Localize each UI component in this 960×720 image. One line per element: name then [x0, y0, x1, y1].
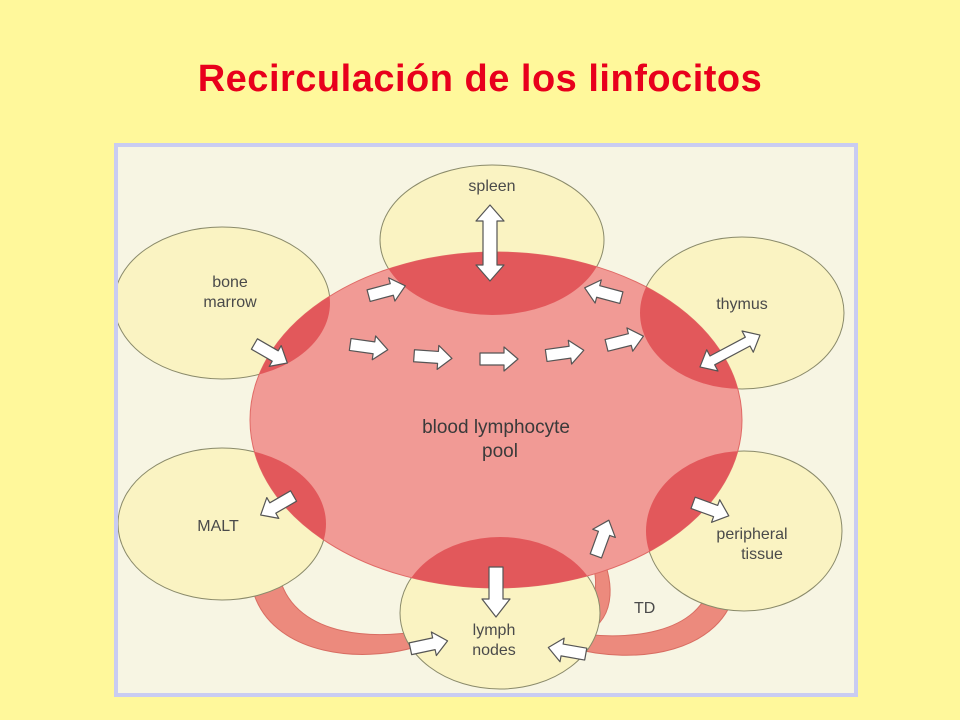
lymph-nodes-label-line2: nodes: [472, 642, 516, 659]
peripheral-tissue-label-line1: peripheral: [716, 526, 787, 543]
bone-marrow-label-line2: marrow: [203, 294, 257, 311]
recirculation-diagram: spleen bone marrow thymus MALT periphera…: [118, 147, 854, 693]
thymus-label: thymus: [716, 296, 768, 313]
peripheral-tissue-label-line2: tissue: [741, 546, 783, 563]
spleen-overlap: [380, 252, 604, 315]
malt-label: MALT: [197, 518, 239, 535]
figure-frame: spleen bone marrow thymus MALT periphera…: [114, 143, 858, 697]
pool-to-lymph-nodes-arrow: [481, 566, 511, 618]
slide-title: Recirculación de los linfocitos: [197, 58, 763, 100]
lymph-nodes-label-line1: lymph: [473, 622, 516, 639]
pool-label-line2: pool: [482, 441, 518, 462]
bone-marrow-label-line1: bone: [212, 274, 248, 291]
spleen-label: spleen: [468, 178, 515, 195]
thoracic-duct-label: TD: [634, 600, 655, 617]
lymph-nodes-overlap: [400, 537, 600, 588]
pool-label-line1: blood lymphocyte: [422, 417, 570, 438]
spleen-exchange-arrow: [475, 204, 505, 282]
thymus-exchange-arrow: [699, 330, 761, 372]
